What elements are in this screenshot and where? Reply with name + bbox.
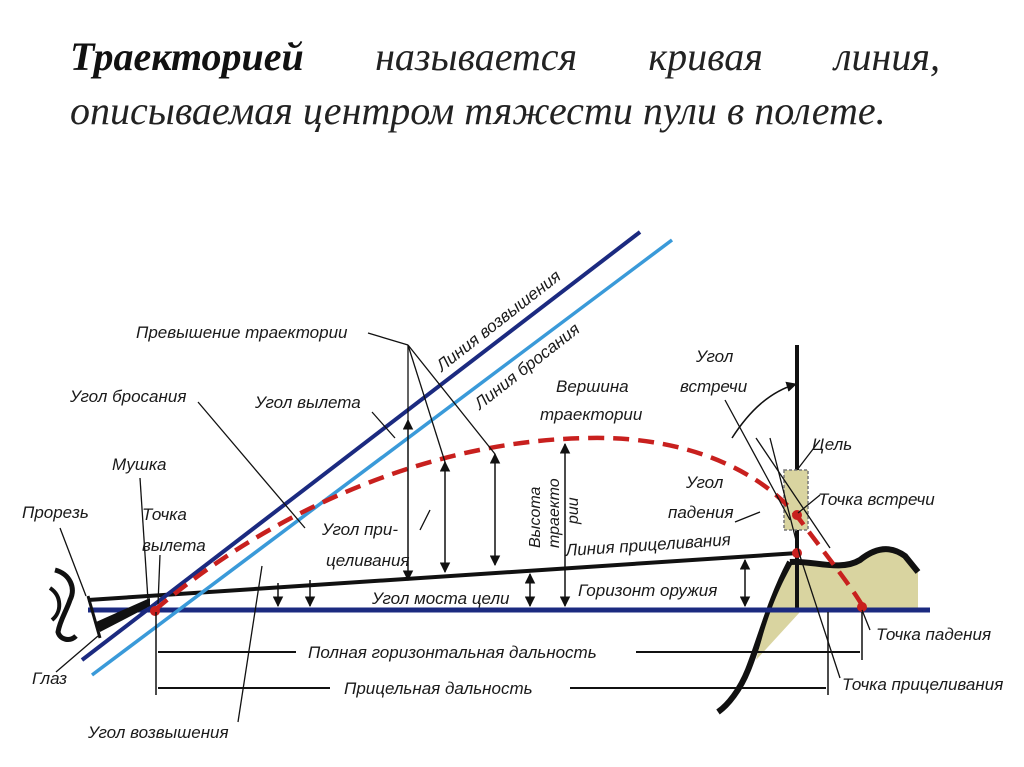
heading: Траекторией называется кривая линия, опи… [70, 30, 940, 138]
target-block [783, 469, 809, 531]
label-elevation-angle: Угол возвышения [87, 723, 229, 742]
label-height-1: Высота [527, 487, 544, 548]
label-aim-range: Прицельная дальность [344, 679, 533, 698]
fall-point-marker [857, 602, 867, 612]
label-fall-angle-2: падения [668, 503, 734, 522]
label-throw-angle: Угол бросания [69, 387, 186, 406]
label-departure-point-1: Точка [142, 505, 187, 524]
rear-sight-line [86, 595, 102, 639]
label-aim-line: Линия прицеливания [564, 530, 731, 560]
label-departure-angle: Угол вылета [254, 393, 361, 412]
label-height-3: рии [565, 497, 582, 525]
label-front-sight: Мушка [112, 455, 166, 474]
meeting-guide [755, 437, 831, 549]
departure-point-marker [150, 606, 160, 616]
hill [790, 549, 918, 612]
label-height-2: траекто [546, 478, 563, 548]
meeting-angle-arc [731, 381, 798, 439]
label-meeting-angle-2: встречи [680, 377, 748, 396]
eye-icon [48, 567, 78, 642]
label-aim-point: Точка прицеливания [842, 675, 1003, 694]
trajectory-curve [153, 435, 864, 612]
hill-front [716, 560, 793, 715]
label-summit-2: траектории [540, 405, 643, 424]
label-fall-angle-1: Угол [685, 473, 724, 492]
label-meeting-angle-1: Угол [695, 347, 734, 366]
label-fall-point: Точка падения [876, 625, 991, 644]
label-exceed-trajectory: Превышение траектории [136, 323, 348, 342]
heading-text: называется кривая линия, описываемая цен… [70, 34, 940, 133]
label-departure-point-2: вылета [142, 536, 206, 555]
label-meeting-point: Точка встречи [818, 490, 935, 509]
leader-lines [55, 332, 871, 723]
hill-top [789, 546, 921, 574]
label-aim-angle-1: Угол при- [321, 520, 398, 539]
label-weapon-horizon: Горизонт оружия [578, 581, 717, 600]
label-target: Цель [812, 435, 852, 454]
label-aim-angle-2: целивания [326, 551, 410, 570]
elevation-line [80, 230, 642, 662]
rifle-barrel [96, 598, 150, 632]
departure-line [90, 238, 674, 677]
label-rear-sight: Прорезь [22, 503, 89, 522]
aim-line [87, 551, 799, 602]
heading-term: Траекторией [70, 34, 304, 79]
label-target-bridge-angle: Угол моста цели [371, 589, 510, 608]
label-full-range: Полная горизонтальная дальность [308, 643, 597, 662]
label-summit-1: Вершина [556, 377, 629, 396]
label-eye: Глаз [32, 669, 67, 688]
